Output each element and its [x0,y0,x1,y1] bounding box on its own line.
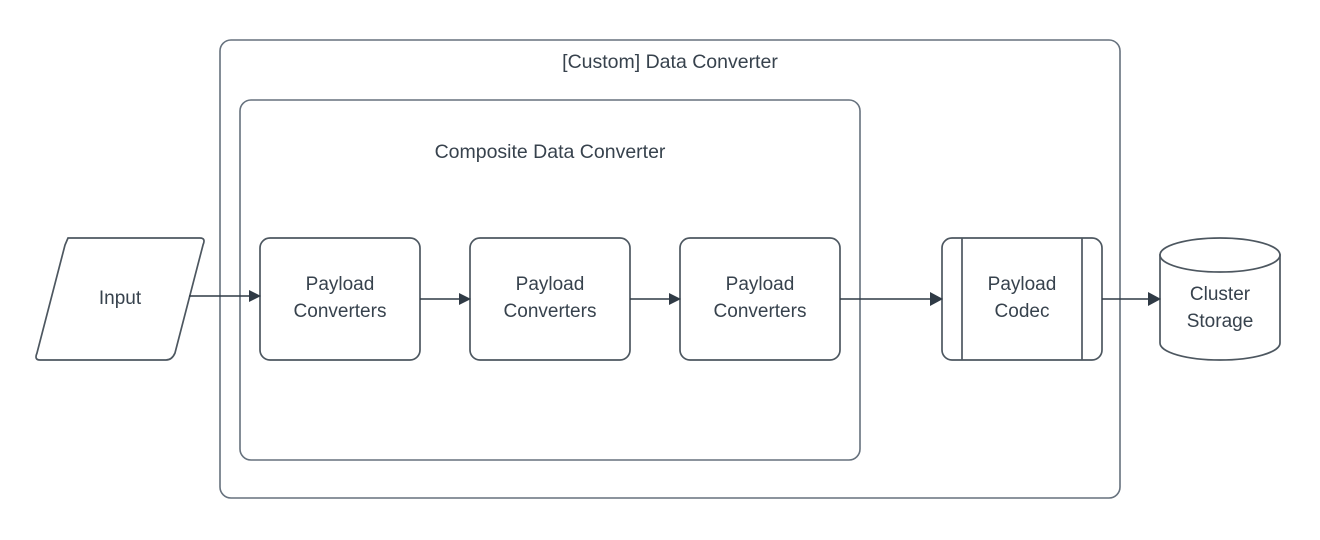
node-input-label: Input [99,288,142,309]
node-payload-converters-2-label-line1: Payload [516,274,585,295]
node-payload-converters-1[interactable] [259,237,421,361]
node-payload-codec-label-line1: Payload [988,274,1057,295]
edge-input-to-payload-converters-1 [189,290,261,302]
container-custom-data-converter-label: [Custom] Data Converter [562,51,778,73]
edge-payload-converters-1-to-payload-converters-2 [420,293,471,305]
container-composite-data-converter-label: Composite Data Converter [435,141,666,163]
node-payload-converters-2[interactable] [469,237,631,361]
node-payload-converters-3-label-line1: Payload [726,274,795,295]
node-payload-converters-2-label-line2: Converters [504,301,597,322]
node-cluster-storage-top [1159,237,1281,273]
node-payload-converters-3-label-line2: Converters [714,301,807,322]
node-input[interactable] [35,237,205,361]
node-payload-converters-3[interactable] [679,237,841,361]
edge-payload-converters-3-to-payload-codec [840,292,943,306]
node-cluster-storage-label-line1: Cluster [1190,284,1251,305]
node-payload-converters-1-label-line2: Converters [294,301,387,322]
node-cluster-storage-label-line2: Storage [1187,311,1254,332]
edge-payload-codec-to-cluster-storage [1102,292,1161,306]
node-payload-codec-label-line2: Codec [995,301,1050,322]
node-cluster-storage[interactable] [1159,254,1281,361]
node-payload-codec[interactable] [941,237,1103,361]
node-payload-converters-1-label-line1: Payload [306,274,375,295]
edge-payload-converters-2-to-payload-converters-3 [630,293,681,305]
